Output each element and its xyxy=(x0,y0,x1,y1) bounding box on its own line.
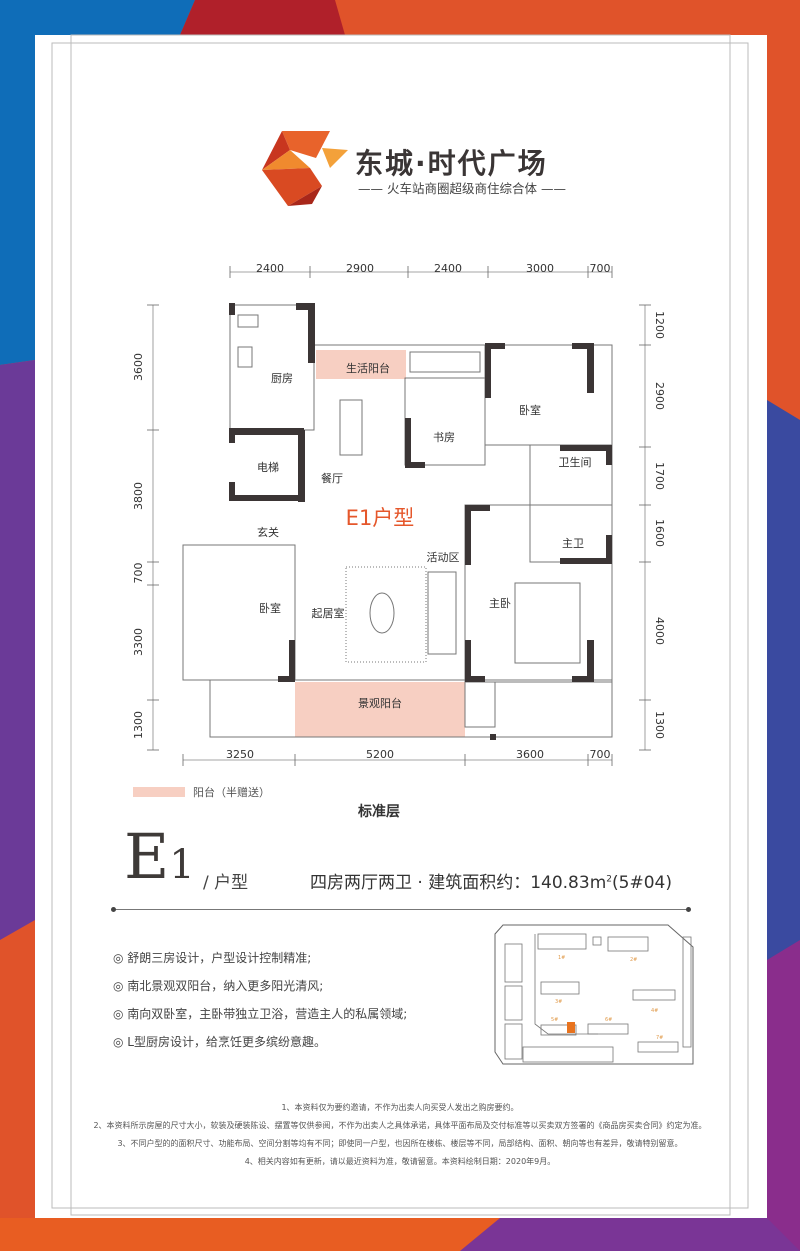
unit-spec-sup: 2 xyxy=(606,874,612,885)
floor-label: 标准层 xyxy=(358,804,400,820)
dim-left: 1300 xyxy=(132,711,145,739)
divider-dot xyxy=(686,907,691,912)
dim-right: 1200 xyxy=(653,311,666,339)
room-label-bedroom-north: 卧室 xyxy=(519,403,541,417)
dim-top: 700 xyxy=(590,262,611,275)
room-label-master-bath: 主卫 xyxy=(562,537,584,550)
room-label-view-balcony: 景观阳台 xyxy=(358,696,402,710)
unit-plan-label: E1户型 xyxy=(346,506,415,530)
building-label: 5# xyxy=(551,1017,558,1023)
room-label-kitchen: 厨房 xyxy=(271,372,293,385)
site-map-highlight xyxy=(567,1022,575,1033)
dim-left: 700 xyxy=(132,563,145,584)
divider-dot xyxy=(111,907,116,912)
room-label-master-bedroom: 主卧 xyxy=(489,597,511,610)
feature-item: ◎ 南向双卧室，主卧带独立卫浴，营造主人的私属领域; xyxy=(113,1007,408,1021)
dim-left: 3300 xyxy=(132,628,145,656)
star-logo-icon xyxy=(262,131,348,206)
unit-type-label: / 户型 xyxy=(203,873,249,893)
unit-code: E1 xyxy=(124,826,195,888)
room-label-dining: 餐厅 xyxy=(321,471,343,485)
dim-top: 2900 xyxy=(346,262,374,275)
unit-letter: E xyxy=(124,820,170,893)
building-label: 7# xyxy=(656,1035,663,1041)
disclaimer-line: 3、不同户型的的面积尺寸、功能布局、空间分割等均有不同；即使同一户型，也因所在楼… xyxy=(117,1139,683,1148)
unit-spec: 四房两厅两卫 · 建筑面积约：140.83m2(5#04) xyxy=(310,868,672,893)
feature-item: ◎ 南北景观双阳台，纳入更多阳光清风; xyxy=(113,979,324,993)
legend-balcony-swatch xyxy=(133,787,185,797)
unit-spec-text: 四房两厅两卫 · 建筑面积约：140.83m xyxy=(310,873,607,893)
dim-bottom: 5200 xyxy=(366,748,394,761)
dim-bottom: 3600 xyxy=(516,748,544,761)
view-balcony-area xyxy=(295,682,465,737)
disclaimer-line: 2、本资料所示房屋的尺寸大小，软装及硬装陈设、摆置等仅供参阅，不作为出卖人之具体… xyxy=(93,1121,707,1130)
dimension-lines xyxy=(147,266,651,766)
dim-bottom: 3250 xyxy=(226,748,254,761)
dim-right: 1700 xyxy=(653,462,666,490)
dim-top: 3000 xyxy=(526,262,554,275)
feature-item: ◎ L型厨房设计，给烹饪更多缤纷意趣。 xyxy=(113,1035,326,1049)
utility-balcony-area xyxy=(316,350,406,379)
dim-top: 2400 xyxy=(256,262,284,275)
building-label: 6# xyxy=(605,1017,612,1023)
legend-balcony-label: 阳台（半赠送） xyxy=(193,786,270,799)
room-label-foyer: 玄关 xyxy=(257,525,279,539)
room-label-study: 书房 xyxy=(433,431,455,444)
room-label-activity: 活动区 xyxy=(427,551,460,564)
feature-item: ◎ 舒朗三房设计，户型设计控制精准; xyxy=(113,951,312,965)
dim-right: 1600 xyxy=(653,519,666,547)
dim-bottom: 700 xyxy=(590,748,611,761)
brand-title: 东城·时代广场 xyxy=(355,147,548,180)
dim-top: 2400 xyxy=(434,262,462,275)
dim-left: 3800 xyxy=(132,482,145,510)
building-label: 3# xyxy=(555,999,562,1005)
brand-tagline: —— 火车站商圈超级商住综合体 —— xyxy=(358,181,566,196)
room-label-living: 起居室 xyxy=(312,606,345,620)
divider xyxy=(113,909,690,910)
thick-walls xyxy=(229,303,612,740)
floor-plan: 2400 2900 2400 3000 700 3250 5200 3600 7… xyxy=(132,262,666,766)
dim-right: 2900 xyxy=(653,382,666,410)
room-label-bedroom-south: 卧室 xyxy=(259,601,281,615)
room-label-utility-balcony: 生活阳台 xyxy=(346,361,390,375)
building-label: 4# xyxy=(651,1008,658,1014)
room-label-bathroom: 卫生间 xyxy=(559,455,592,469)
site-map: 1# 2# 3# 4# 5# 6# 7# xyxy=(494,924,694,1065)
building-label: 1# xyxy=(558,955,565,961)
unit-spec-tail: (5#04) xyxy=(612,873,672,893)
dim-left: 3600 xyxy=(132,353,145,381)
disclaimer-line: 1、本资料仅为要约邀请，不作为出卖人向买受人发出之购房要约。 xyxy=(281,1103,519,1112)
room-label-elevator: 电梯 xyxy=(257,461,279,474)
dim-right: 1300 xyxy=(653,711,666,739)
disclaimer-line: 4、相关内容如有更新，请以最近资料为准，敬请留意。本资料绘制日期：2020年9月… xyxy=(244,1157,556,1166)
building-label: 2# xyxy=(630,957,637,963)
unit-number: 1 xyxy=(169,842,195,888)
dim-right: 4000 xyxy=(653,617,666,645)
